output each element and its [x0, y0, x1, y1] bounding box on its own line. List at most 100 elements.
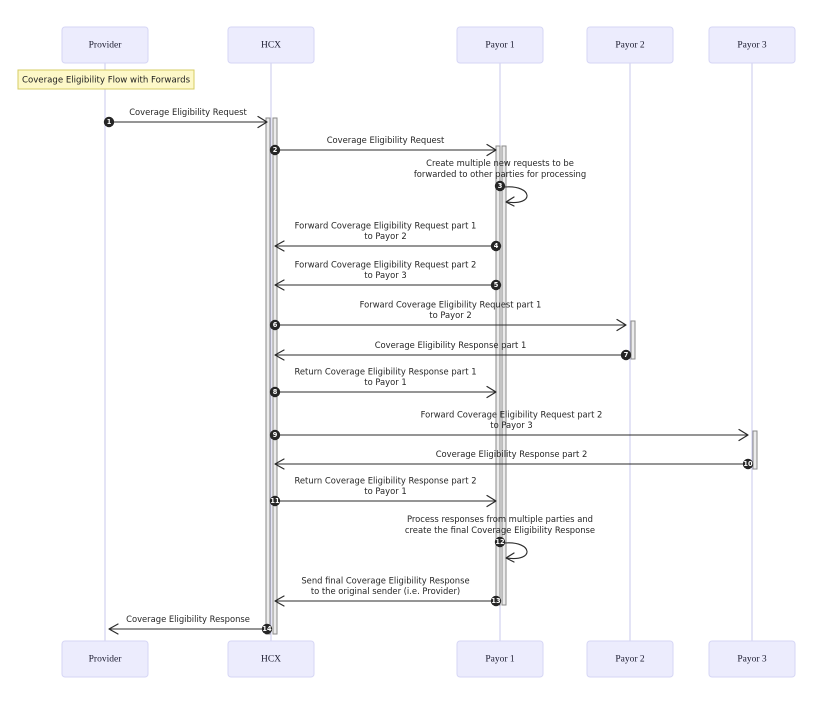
arrowhead-13	[274, 595, 285, 607]
message-9[interactable]: Forward Coverage Eligibility Request par…	[269, 410, 749, 442]
seq-number-13: 13	[491, 597, 501, 605]
activation-bar-hcx	[272, 117, 278, 635]
message-label-2: Coverage Eligibility Request	[327, 135, 445, 145]
activation-bar-payor1	[495, 145, 501, 606]
seq-badge-2	[269, 144, 281, 156]
seq-number-6: 6	[273, 321, 278, 329]
participant-header-box-hcx[interactable]	[227, 26, 315, 64]
seq-number-9: 9	[273, 431, 278, 439]
seq-badge-13	[490, 595, 502, 607]
message-4[interactable]: Forward Coverage Eligibility Request par…	[274, 221, 502, 252]
participant-footer-label-payor1: Payor 1	[485, 655, 515, 665]
seq-badge-1	[103, 116, 115, 128]
message-label-4: to Payor 2	[364, 231, 406, 241]
seq-badge-12	[494, 536, 506, 548]
participant-footer-box-hcx[interactable]	[227, 640, 315, 678]
message-label-11: to Payor 1	[364, 486, 406, 496]
message-label-11: Return Coverage Eligibility Response par…	[294, 476, 476, 486]
seq-badge-11	[269, 495, 281, 507]
participant-header-box-payor1[interactable]	[456, 26, 544, 64]
participant-header-label-payor3: Payor 3	[737, 41, 767, 51]
participant-footer-label-payor3: Payor 3	[737, 655, 767, 665]
participant-footer-label-hcx: HCX	[261, 655, 281, 665]
seq-number-10: 10	[743, 460, 753, 468]
participant-footer-box-payor3[interactable]	[708, 640, 796, 678]
arrowhead-8	[486, 385, 497, 399]
arrowhead-6	[616, 318, 627, 332]
arrowhead-11	[486, 494, 497, 508]
activation-bar-payor3	[752, 430, 758, 470]
message-10[interactable]: Coverage Eligibility Response part 210	[274, 449, 754, 470]
seq-number-7: 7	[624, 351, 629, 359]
seq-number-11: 11	[270, 497, 280, 505]
activation-bar-payor2	[630, 320, 636, 360]
participant-header-label-provider: Provider	[89, 41, 123, 51]
message-label-5: Forward Coverage Eligibility Request par…	[295, 260, 477, 270]
seq-badge-3	[494, 180, 506, 192]
message-12[interactable]: Process responses from multiple parties …	[405, 514, 595, 563]
seq-badge-10	[742, 458, 754, 470]
participant-header-label-payor1: Payor 1	[485, 41, 515, 51]
activation-bar-hcx	[265, 117, 271, 635]
seq-number-12: 12	[495, 538, 505, 546]
seq-badge-8	[269, 386, 281, 398]
message-label-5: to Payor 3	[364, 270, 406, 280]
participant-footer-box-payor1[interactable]	[456, 640, 544, 678]
arrowhead-10	[274, 458, 285, 470]
participant-header-label-hcx: HCX	[261, 41, 281, 51]
message-label-14: Coverage Eligibility Response	[126, 614, 250, 624]
seq-number-8: 8	[273, 388, 278, 396]
self-loop-3	[504, 186, 528, 204]
participant-header-box-payor3[interactable]	[708, 26, 796, 64]
self-loop-12	[504, 542, 528, 560]
seq-badge-5	[490, 279, 502, 291]
arrowhead-9	[738, 428, 749, 442]
message-label-12: Process responses from multiple parties …	[407, 514, 593, 524]
participant-footer-box-provider[interactable]	[61, 640, 149, 678]
message-3[interactable]: Create multiple new requests to beforwar…	[414, 158, 586, 207]
message-label-8: to Payor 1	[364, 377, 406, 387]
arrowhead-5	[274, 279, 285, 291]
message-label-13: to the original sender (i.e. Provider)	[311, 586, 460, 596]
message-5[interactable]: Forward Coverage Eligibility Request par…	[274, 260, 502, 291]
activation-bar-payor1	[501, 145, 507, 606]
message-label-3: forwarded to other parties for processin…	[414, 169, 586, 179]
arrowhead-12	[505, 552, 515, 563]
participant-header-box-provider[interactable]	[61, 26, 149, 64]
message-11[interactable]: Return Coverage Eligibility Response par…	[269, 476, 497, 508]
message-1[interactable]: Coverage Eligibility Request 1	[103, 107, 268, 129]
arrowhead-14	[108, 623, 119, 635]
message-6[interactable]: Forward Coverage Eligibility Request par…	[269, 300, 627, 332]
message-label-13: Send final Coverage Eligibility Response	[301, 576, 469, 586]
seq-number-14: 14	[262, 625, 272, 633]
arrowhead-2	[486, 143, 497, 157]
diagram-title-text: Coverage Eligibility Flow with Forwards	[22, 76, 191, 86]
message-8[interactable]: Return Coverage Eligibility Response par…	[269, 367, 497, 399]
participant-header-box-payor2[interactable]	[586, 26, 674, 64]
message-7[interactable]: Coverage Eligibility Response part 1 7	[274, 340, 632, 361]
seq-number-1: 1	[107, 118, 112, 126]
seq-badge-14	[261, 623, 273, 635]
message-label-9: Forward Coverage Eligibility Request par…	[421, 410, 603, 420]
message-label-6: Forward Coverage Eligibility Request par…	[360, 300, 542, 310]
arrowhead-1	[257, 115, 268, 129]
message-label-3: Create multiple new requests to be	[426, 158, 574, 168]
seq-number-3: 3	[498, 182, 503, 190]
participant-footer-label-provider: Provider	[89, 655, 123, 665]
message-label-1: Coverage Eligibility Request	[129, 107, 247, 117]
message-label-8: Return Coverage Eligibility Response par…	[294, 367, 476, 377]
message-label-9: to Payor 3	[490, 420, 532, 430]
seq-badge-9	[269, 429, 281, 441]
message-14[interactable]: Coverage Eligibility Response 14	[108, 614, 273, 635]
message-label-6: to Payor 2	[429, 310, 471, 320]
participant-footer-label-payor2: Payor 2	[615, 655, 645, 665]
arrowhead-4	[274, 240, 285, 252]
arrowhead-7	[274, 349, 285, 361]
message-13[interactable]: Send final Coverage Eligibility Response…	[274, 576, 502, 607]
seq-number-4: 4	[494, 242, 499, 250]
participant-footer-box-payor2[interactable]	[586, 640, 674, 678]
message-label-7: Coverage Eligibility Response part 1	[375, 340, 527, 350]
participant-header-label-payor2: Payor 2	[615, 41, 645, 51]
